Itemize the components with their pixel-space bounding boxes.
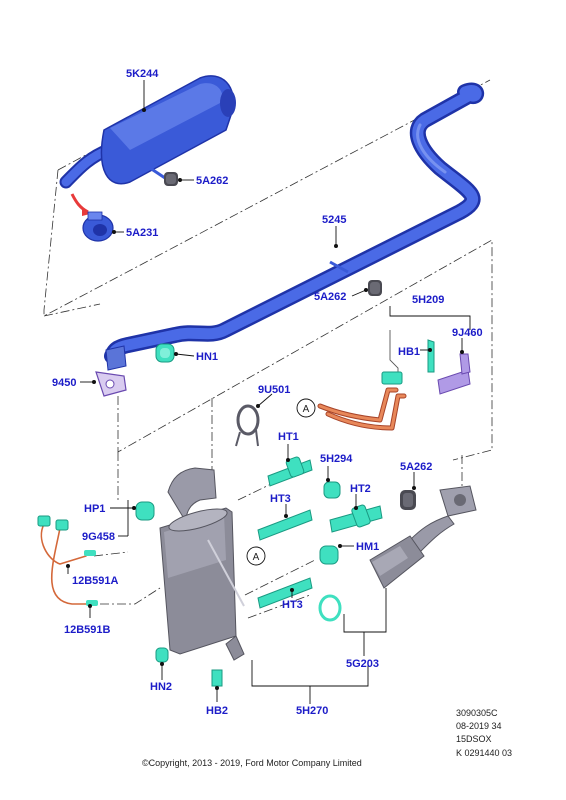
front-pipe-catalyst [318,485,477,622]
leader-lines [66,80,471,704]
label-12b591b: 12B591B [64,624,111,636]
label-hm1: HM1 [356,541,379,553]
label-5a231: 5A231 [126,227,158,239]
label-hb1: HB1 [398,346,420,358]
label-ht2: HT2 [350,483,371,495]
flange-gasket [95,371,127,397]
label-hn2: HN2 [150,681,172,693]
rubber-mount-top [164,172,178,186]
label-hp1: HP1 [84,503,105,515]
code-line-4: K 0291440 03 [456,748,512,758]
code-line-2: 08-2019 34 [456,721,502,731]
part-labels: 5K244 5A262 5A231 5245 5A262 5H209 9J460… [52,68,483,717]
label-5a262-mid: 5A262 [314,291,346,303]
callout-a-lower: A [246,546,266,566]
label-ht1: HT1 [278,431,299,443]
label-5h270: 5H270 [296,705,328,717]
label-5k244: 5K244 [126,68,159,80]
code-line-3: 15DSOX [456,734,492,744]
label-5h294: 5H294 [320,453,353,465]
callout-a-lower-text: A [253,552,260,563]
label-5h209: 5H209 [412,294,444,306]
label-ht3-low: HT3 [282,599,303,611]
label-9g458: 9G458 [82,531,115,543]
copyright-notice: ©Copyright, 2013 - 2019, Ford Motor Comp… [142,758,362,768]
intermediate-pipe [104,82,485,371]
label-ht3-top: HT3 [270,493,291,505]
sensor-wires [37,515,98,606]
label-9j460: 9J460 [452,327,483,339]
label-9u501: 9U501 [258,384,290,396]
label-5a262-low: 5A262 [400,461,432,473]
sensor-fittings [135,456,383,687]
label-5245: 5245 [322,214,346,226]
label-5g203: 5G203 [346,658,379,670]
clamp-hn1 [155,343,175,363]
label-5a262-top: 5A262 [196,175,228,187]
callout-a-upper: A [296,398,316,418]
diesel-particulate-filter [159,467,245,661]
rear-muffler [59,75,236,189]
rubber-mount-mid [368,280,382,296]
document-codes: 3090305C 08-2019 34 15DSOX K 0291440 03 [456,708,512,758]
sensor-bracket-assembly [381,330,471,395]
label-hb2: HB2 [206,705,228,717]
label-hn1: HN1 [196,351,218,363]
label-12b591a: 12B591A [72,575,119,587]
callout-a-upper-text: A [303,404,310,415]
pipe-clamp-5a231 [70,193,114,242]
copper-tube [317,387,407,431]
code-line-1: 3090305C [456,708,498,718]
clip-9u501 [235,404,260,447]
label-9450: 9450 [52,377,76,389]
rubber-mount-low [400,490,416,510]
